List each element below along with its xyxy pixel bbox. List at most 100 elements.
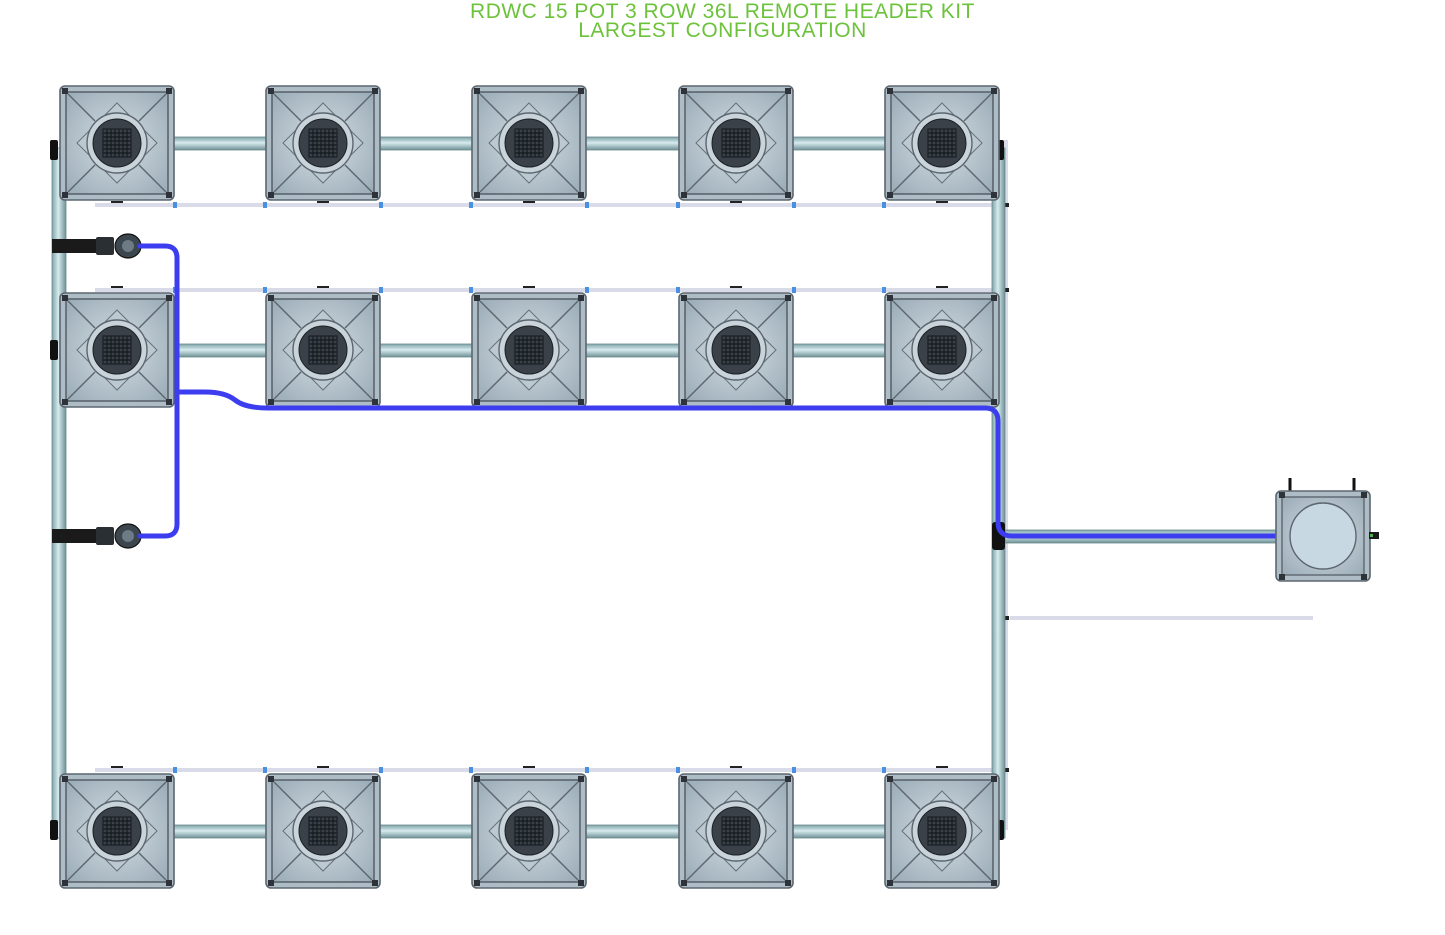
controller-bolt [1279,574,1285,580]
pot-rib [963,164,992,193]
pot-rib [963,781,992,810]
pot-bolt [578,88,584,94]
pot-bolt [268,192,274,198]
pot-bolt [166,192,172,198]
net-grid-frame [102,335,132,365]
pot-bolt [62,399,68,405]
net-pot [917,806,967,856]
return-fitting [317,286,329,288]
net-pot [298,325,348,375]
pot-bolt [785,399,791,405]
pot-bolt [62,192,68,198]
pot-icon[interactable] [884,292,1000,408]
pump-connector [52,239,96,253]
pot-rib [963,300,992,329]
pot-bolt [887,192,893,198]
return-fitting [523,201,535,203]
pot-rib [273,781,302,810]
pot-icon[interactable] [265,292,381,408]
return-fitting-blue [379,202,383,208]
pot-bolt [578,399,584,405]
pot-bolt [166,880,172,886]
pot-rib [550,93,579,122]
pot-rib [892,93,921,122]
pot-rib [273,371,302,400]
return-fitting-blue [173,767,177,773]
pot-icon[interactable] [678,292,794,408]
pot-rib [757,781,786,810]
pot-bolt [785,880,791,886]
pot-bolt [166,295,172,301]
net-grid-frame [514,816,544,846]
pump-hub [122,240,134,252]
pot-bolt [372,399,378,405]
net-pot [298,118,348,168]
return-line-to-controller [1010,616,1313,620]
pot-bolt [681,88,687,94]
return-fitting [730,766,742,768]
pot-bolt [372,192,378,198]
pot-rib [273,93,302,122]
pot-rib [344,371,373,400]
diagram-title-line-2: LARGEST CONFIGURATION [578,19,867,42]
pot-rib [686,300,715,329]
return-fitting-blue [792,287,796,293]
net-grid-frame [102,128,132,158]
pot-rib [138,164,167,193]
elbow-fitting [50,340,58,360]
pot-bolt [62,880,68,886]
pot-icon[interactable] [471,292,587,408]
pot-bolt [268,295,274,301]
pot-icon[interactable] [59,292,175,408]
pot-bolt [991,776,997,782]
pot-bolt [785,192,791,198]
pot-bolt [785,295,791,301]
pot-icon[interactable] [265,85,381,201]
return-tee [1003,288,1009,292]
pot-rib [344,164,373,193]
return-fitting [317,766,329,768]
pot-icon[interactable] [678,773,794,889]
pot-bolt [474,192,480,198]
net-pot [504,325,554,375]
pump-hub [122,530,134,542]
net-grid-frame [308,335,338,365]
return-fitting [111,201,123,203]
return-lines [95,140,1313,830]
return-tee [1003,768,1009,772]
pot-bolt [474,399,480,405]
pot-bolt [785,776,791,782]
net-grid-frame [927,128,957,158]
net-pot [504,806,554,856]
pot-bolt [578,880,584,886]
net-pot [711,118,761,168]
pot-icon[interactable] [265,773,381,889]
pot-bolt [991,399,997,405]
pot-rib [273,852,302,881]
pot-icon[interactable] [59,773,175,889]
net-grid-frame [927,816,957,846]
pot-icon[interactable] [884,773,1000,889]
pot-bolt [372,88,378,94]
net-pot [711,806,761,856]
controller-outlet-indicator [1370,534,1373,537]
pot-rib [67,300,96,329]
pot-icon[interactable] [884,85,1000,201]
pot-rib [892,852,921,881]
return-fitting-blue [263,767,267,773]
pot-rib [550,300,579,329]
net-grid-frame [514,335,544,365]
pot-rib [686,371,715,400]
pot-rib [757,93,786,122]
pot-rib [479,300,508,329]
pump-body [96,527,114,545]
pot-icon[interactable] [471,773,587,889]
pot-bolt [785,88,791,94]
pot-icon[interactable] [678,85,794,201]
pot-icon[interactable] [471,85,587,201]
return-line [95,288,1007,292]
controller-bucket[interactable] [1275,478,1379,582]
return-fitting [936,766,948,768]
pot-icon[interactable] [59,85,175,201]
